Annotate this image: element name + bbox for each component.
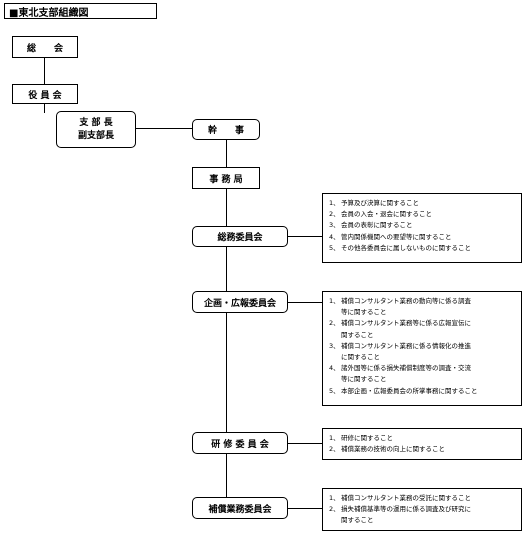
desc-kenshu-item: 2、補償業務の技術の向上に関すること <box>329 444 519 455</box>
node-soumu-label: 総務委員会 <box>217 233 263 243</box>
item-text: 補償コンサルタント業務の受託に関すること <box>341 494 471 502</box>
connector-soumu-desc <box>288 236 322 237</box>
desc-hosho-item: 1、補償コンサルタント業務の受託に関すること <box>329 493 519 504</box>
connector-yakuinkai-shibu <box>44 104 45 113</box>
item-number: 5、 <box>329 243 340 252</box>
item-text: 会員の表彰に関すること <box>341 221 413 230</box>
desc-soumu-item: 5、その他各委員会に属しないものに関すること <box>329 243 519 254</box>
node-soukai: 総 会 <box>12 36 78 58</box>
node-kanji: 幹 事 <box>192 119 260 140</box>
desc-hosho: 1、補償コンサルタント業務の受託に関すること 2、損失補償基準等の運用に係る調査… <box>322 488 522 531</box>
connector-kenshu-desc <box>288 443 322 444</box>
item-text: その他各委員会に属しないものに関すること <box>341 243 471 252</box>
node-hosho-iinkai: 補償業務委員会 <box>192 497 288 519</box>
node-yakuinkai: 役 員 会 <box>12 84 78 104</box>
item-number: 4、 <box>329 364 340 373</box>
item-text: 補償コンサルタント業務等に係る広報宣伝に 関すること <box>341 319 471 339</box>
item-number: 1、 <box>329 434 340 442</box>
desc-kenshu-item: 1、研修に関すること <box>329 433 519 444</box>
desc-kikaku-item: 1、補償コンサルタント業務の動向等に係る調査 等に関すること <box>329 296 519 318</box>
node-hosho-label: 補償業務委員会 <box>208 504 272 515</box>
node-kenshu-label: 研 修 委 員 会 <box>211 439 269 450</box>
item-number: 1、 <box>329 494 340 502</box>
node-soukai-label: 総 会 <box>26 43 63 54</box>
item-text: 損失補償基準等の運用に係る調査及び研究に 関すること <box>341 505 471 525</box>
node-kenshu-iinkai: 研 修 委 員 会 <box>192 432 288 454</box>
item-text: 補償コンサルタント業務の動向等に係る調査 等に関すること <box>341 297 471 317</box>
node-kanji-label: 幹 事 <box>207 126 244 136</box>
node-kikaku-iinkai: 企画・広報委員会 <box>192 291 288 313</box>
desc-soumu-item: 2、会員の入会・退会に関すること <box>329 209 519 220</box>
desc-kikaku: 1、補償コンサルタント業務の動向等に係る調査 等に関すること 2、補償コンサルタ… <box>322 291 522 406</box>
connector-kikaku-desc <box>288 302 322 303</box>
desc-soumu-item: 4、管内関係機関への要望等に関すること <box>329 232 519 243</box>
desc-kenshu: 1、研修に関すること 2、補償業務の技術の向上に関すること <box>322 428 522 460</box>
desc-soumu-item: 1、予算及び決算に関すること <box>329 198 519 209</box>
connector-shibu-kanji <box>135 128 192 129</box>
item-number: 1、 <box>329 297 340 305</box>
node-shibucho: 支 部 長 副支部長 <box>56 111 136 148</box>
node-jimukyoku-label: 事 務 局 <box>209 174 243 185</box>
item-number: 3、 <box>329 221 340 230</box>
item-text: 研修に関すること <box>341 434 393 442</box>
connector-main-trunk <box>226 140 227 507</box>
item-text: 補償業務の技術の向上に関すること <box>341 445 445 454</box>
desc-kikaku-item: 5、本部企画・広報委員会の所掌事務に関すること <box>329 386 519 397</box>
item-number: 3、 <box>329 341 340 350</box>
item-text: 管内関係機関への要望等に関すること <box>341 232 452 241</box>
desc-kikaku-item: 2、補償コンサルタント業務等に係る広報宣伝に 関すること <box>329 318 519 340</box>
item-text: 本部企画・広報委員会の所掌事務に関すること <box>341 386 478 395</box>
item-text: 会員の入会・退会に関すること <box>341 210 432 219</box>
item-text: 補償コンサルタント業務に係る情報化の推進 に関すること <box>341 341 471 362</box>
diagram-title: ■東北支部組織図 <box>4 3 157 19</box>
node-fukushibucho-label: 副支部長 <box>77 130 114 141</box>
item-number: 4、 <box>329 232 340 241</box>
item-text: 予算及び決算に関すること <box>341 199 419 207</box>
connector-hosho-desc <box>288 508 322 509</box>
connector-soukai-yakuinkai <box>44 58 45 84</box>
desc-hosho-item: 2、損失補償基準等の運用に係る調査及び研究に 関すること <box>329 504 519 526</box>
desc-soumu-item: 3、会員の表彰に関すること <box>329 220 519 231</box>
desc-kikaku-item: 4、諸外国等に係る損失補償制度等の調査・交流 等に関すること <box>329 363 519 385</box>
item-number: 2、 <box>329 319 340 328</box>
node-yakuinkai-label: 役 員 会 <box>28 90 62 101</box>
node-kikaku-label: 企画・広報委員会 <box>203 298 276 309</box>
node-shibucho-label: 支 部 長 <box>79 117 113 128</box>
desc-soumu: 1、予算及び決算に関すること 2、会員の入会・退会に関すること 3、会員の表彰に… <box>322 193 522 263</box>
item-text: 諸外国等に係る損失補償制度等の調査・交流 等に関すること <box>341 364 471 384</box>
item-number: 5、 <box>329 386 340 395</box>
item-number: 2、 <box>329 210 340 219</box>
item-number: 2、 <box>329 505 340 514</box>
item-number: 2、 <box>329 445 340 454</box>
desc-kikaku-item: 3、補償コンサルタント業務に係る情報化の推進 に関すること <box>329 341 519 363</box>
item-number: 1、 <box>329 199 340 207</box>
node-soumu-iinkai: 総務委員会 <box>192 226 288 247</box>
node-jimukyoku: 事 務 局 <box>192 167 260 189</box>
